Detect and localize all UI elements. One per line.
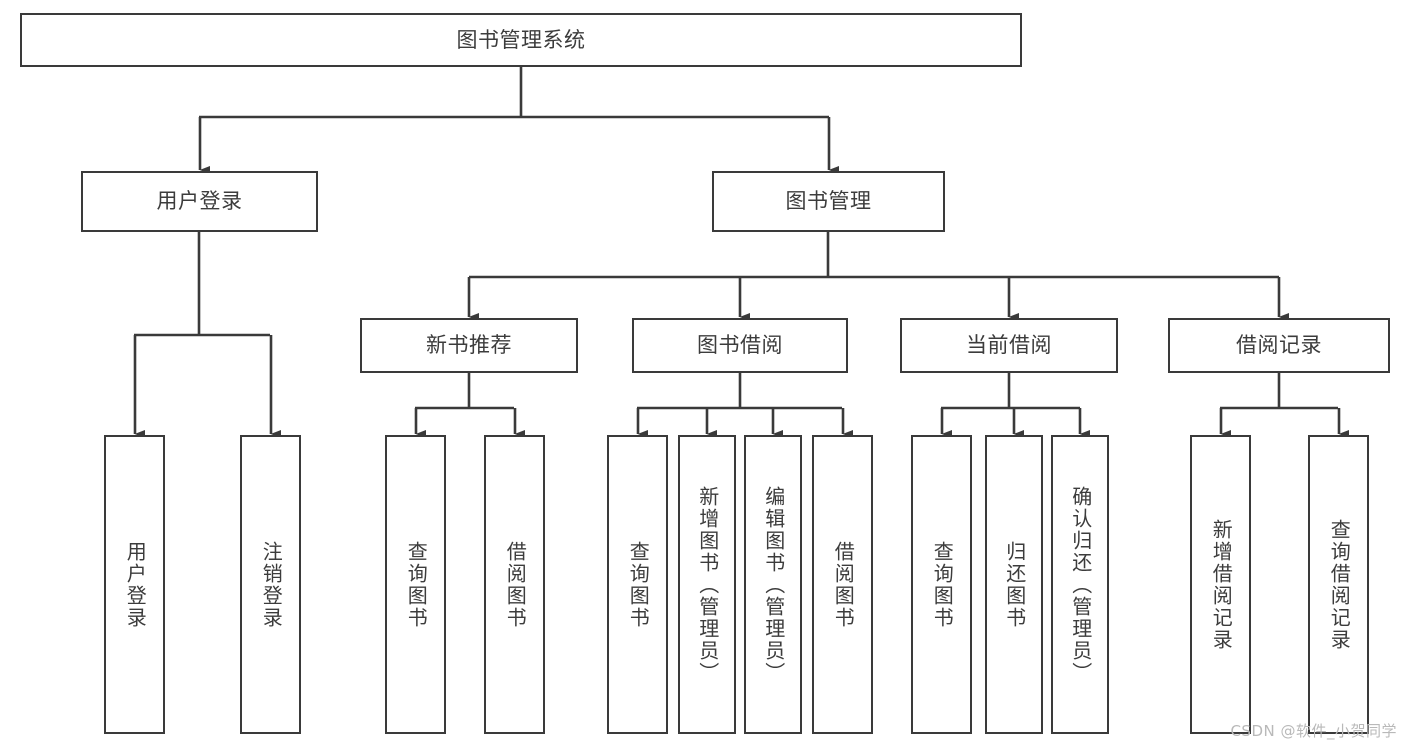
node-newbook: 新书推荐: [360, 318, 578, 373]
node-label: 借阅图书: [831, 540, 856, 629]
node-l3: 查询图书: [385, 435, 446, 734]
node-label: 查询借阅记录: [1327, 518, 1352, 651]
node-l11: 确认归还（管理员）: [1051, 435, 1109, 734]
node-label: 新增图书（管理员）: [695, 485, 720, 684]
node-l4: 借阅图书: [484, 435, 545, 734]
node-label: 借阅记录: [1236, 333, 1322, 358]
node-l1: 用户登录: [104, 435, 165, 734]
node-label: 新增借阅记录: [1209, 518, 1234, 651]
node-l12: 新增借阅记录: [1190, 435, 1251, 734]
node-label: 归还图书: [1002, 540, 1027, 629]
node-label: 查询图书: [930, 540, 955, 629]
node-records: 借阅记录: [1168, 318, 1390, 373]
node-current: 当前借阅: [900, 318, 1118, 373]
node-label: 编辑图书（管理员）: [761, 485, 786, 684]
node-label: 当前借阅: [966, 333, 1052, 358]
node-label: 图书借阅: [697, 333, 783, 358]
node-l2: 注销登录: [240, 435, 301, 734]
node-l10: 归还图书: [985, 435, 1043, 734]
node-root: 图书管理系统: [20, 13, 1022, 67]
watermark-text: CSDN @软件_小贺同学: [1230, 722, 1397, 740]
node-borrow: 图书借阅: [632, 318, 848, 373]
node-label: 图书管理: [785, 189, 872, 214]
node-label: 图书管理系统: [456, 27, 586, 52]
node-l5: 查询图书: [607, 435, 668, 734]
node-l7: 编辑图书（管理员）: [744, 435, 802, 734]
node-label: 借阅图书: [503, 540, 528, 629]
node-label: 用户登录: [123, 540, 148, 629]
node-label: 注销登录: [259, 540, 284, 629]
node-label: 查询图书: [626, 540, 651, 629]
node-label: 用户登录: [156, 189, 243, 214]
node-label: 新书推荐: [426, 333, 512, 358]
node-bookmgmt: 图书管理: [712, 171, 945, 232]
node-l13: 查询借阅记录: [1308, 435, 1369, 734]
node-label: 确认归还（管理员）: [1068, 485, 1093, 684]
node-l6: 新增图书（管理员）: [678, 435, 736, 734]
node-l9: 查询图书: [911, 435, 972, 734]
node-login: 用户登录: [81, 171, 318, 232]
node-label: 查询图书: [404, 540, 429, 629]
node-l8: 借阅图书: [812, 435, 873, 734]
